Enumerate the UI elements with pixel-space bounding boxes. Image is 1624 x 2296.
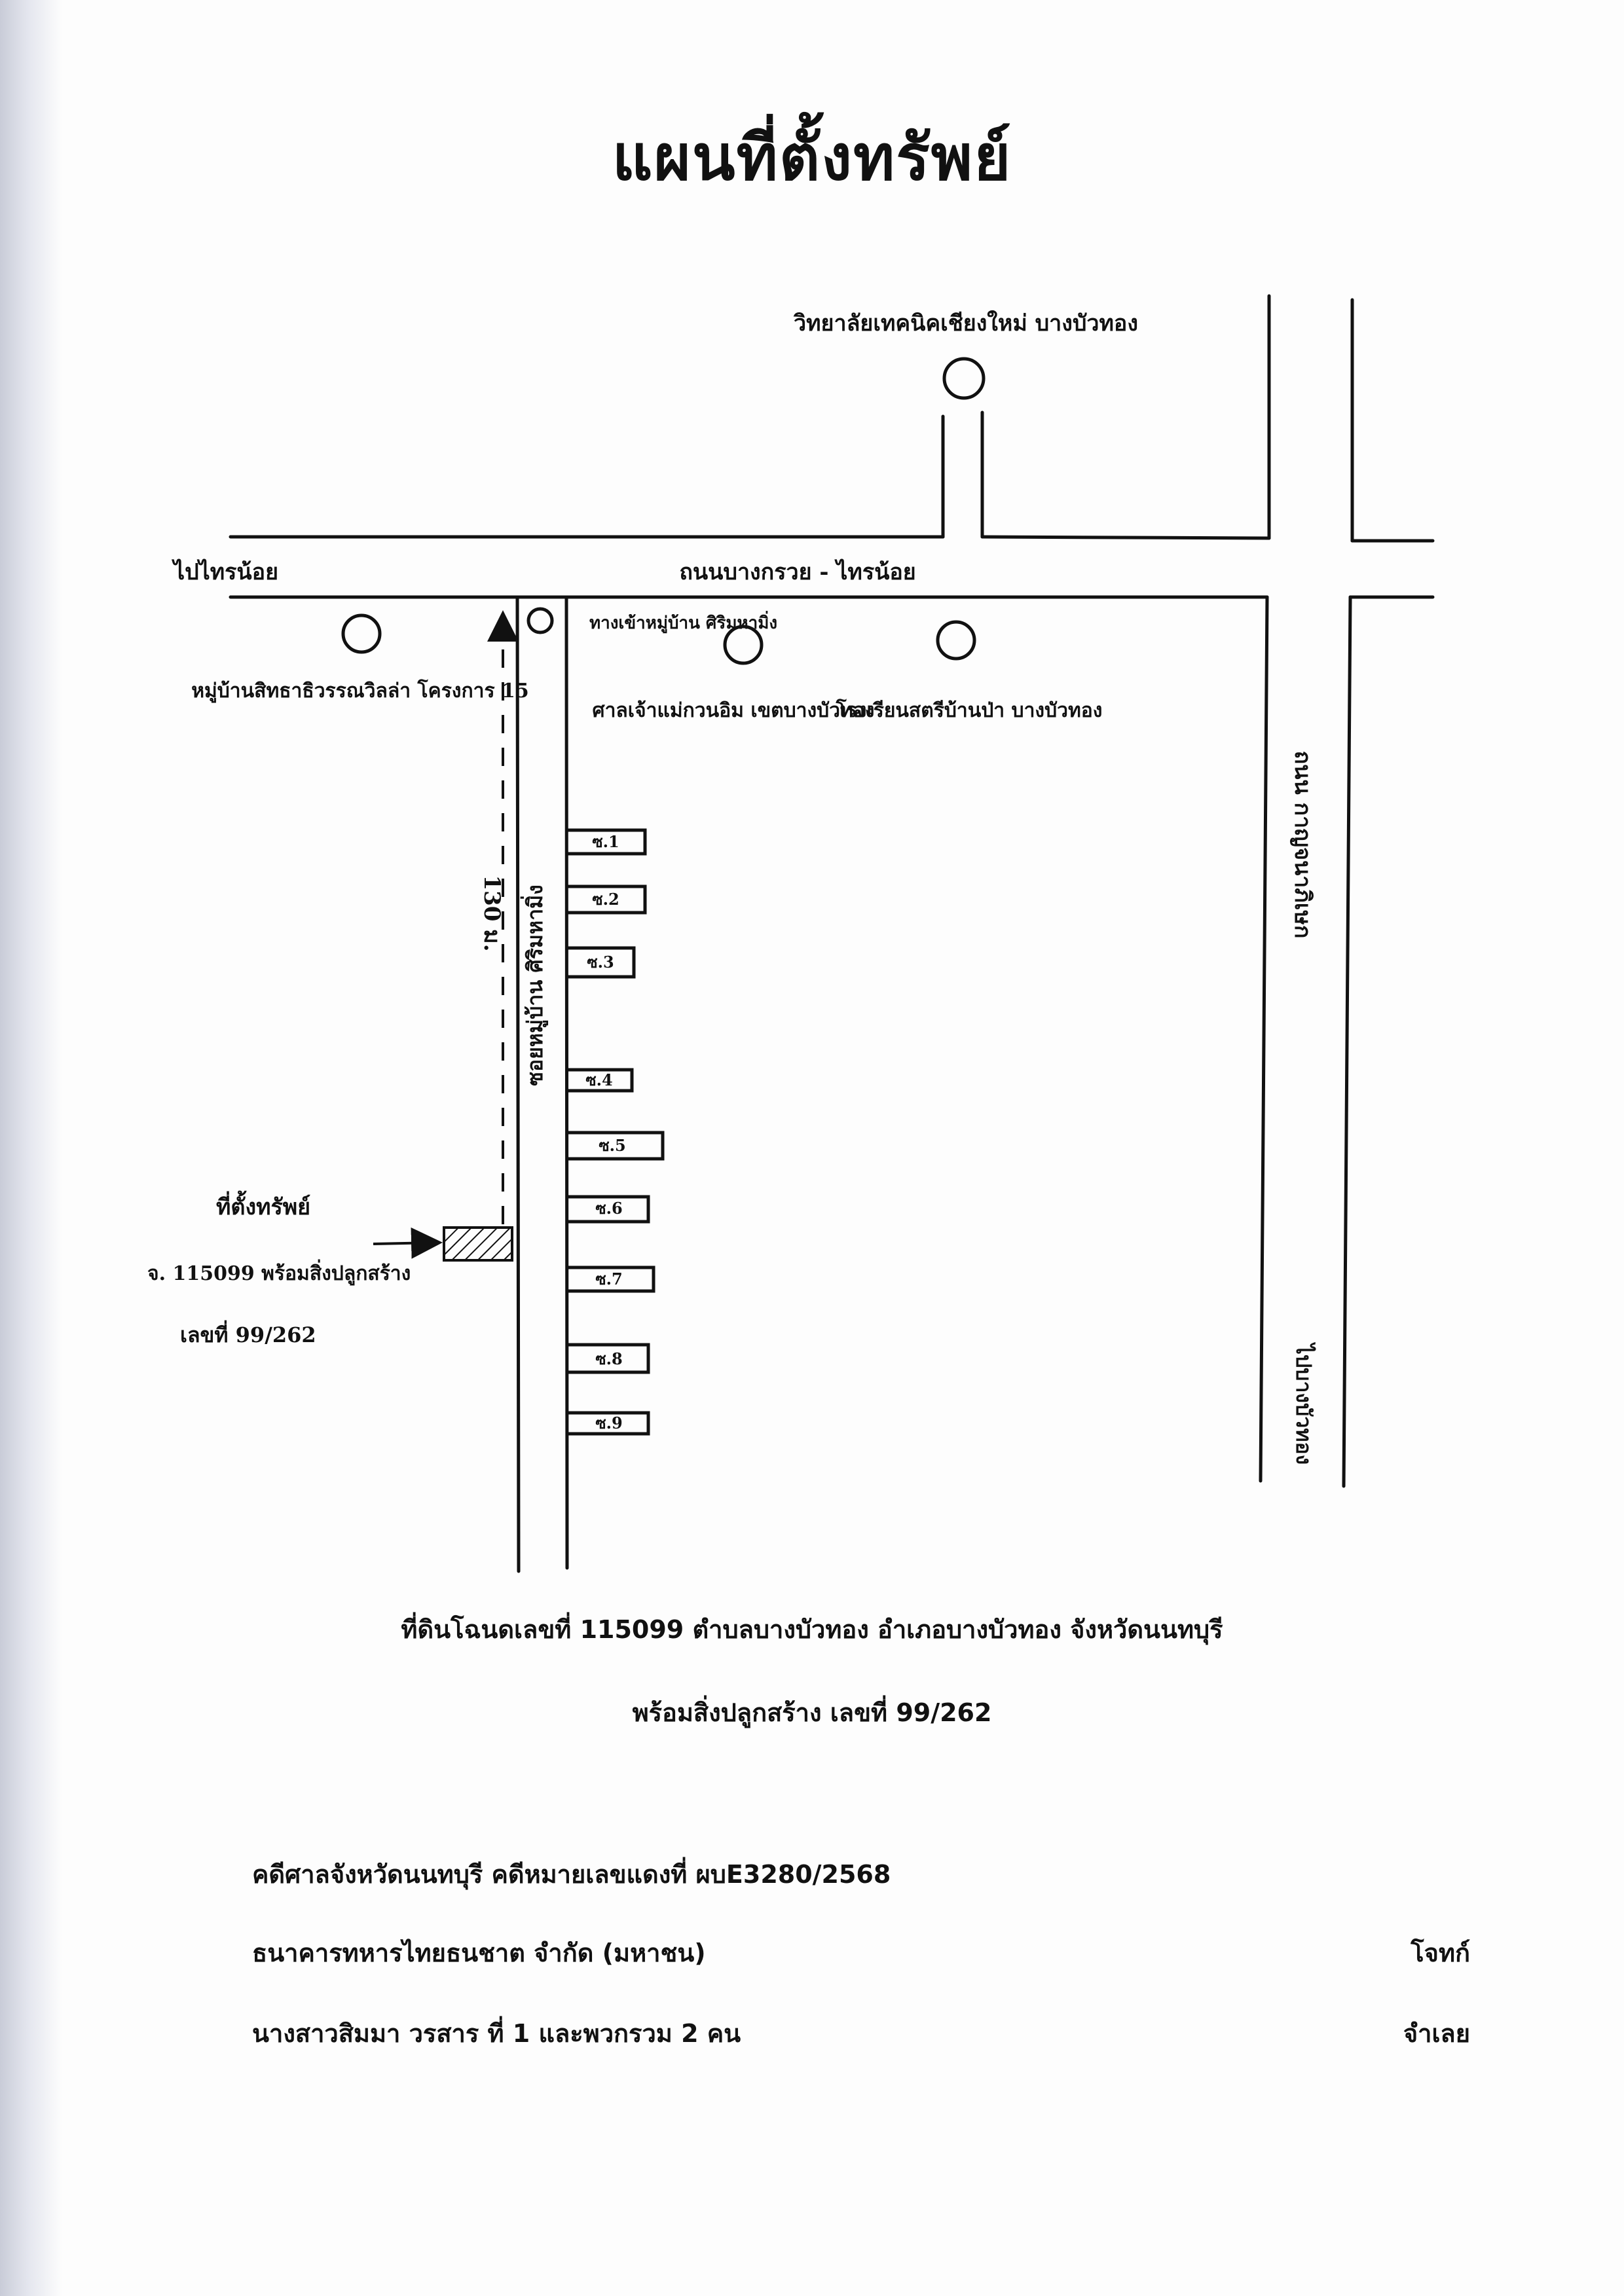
south-direction-label: ไปบางบัวทอง	[1291, 1342, 1316, 1465]
soi-8-label: ซ.8	[595, 1349, 622, 1368]
court-case-text: คดีศาลจังหวัดนนทบุรี คดีหมายเลขแดงที่ ผบ…	[252, 1860, 891, 1889]
building-caption: พร้อมสิ่งปลูกสร้าง เลขที่ 99/262	[632, 1698, 992, 1727]
soi-5-box	[567, 1131, 665, 1161]
soi-9-box	[567, 1411, 650, 1436]
village-entrance-marker	[526, 607, 554, 634]
distance-label: 130 ม.	[479, 875, 505, 951]
soi-4-box	[567, 1068, 634, 1093]
main-road-label: ถนนบางกรวย - ไทรน้อย	[679, 558, 915, 585]
east-road-label: ถนน กาญจนาภิเษก	[1289, 751, 1316, 939]
defendant-role: จำเลย	[1403, 2019, 1470, 2048]
main-road-north-edge-2	[980, 535, 1271, 540]
soi-6-label: ซ.6	[595, 1199, 622, 1218]
parcel-caption: ที่ดินโฉนดเลขที่ 115099 ตำบลบางบัวทอง อำ…	[401, 1615, 1223, 1644]
soi-name-label: ซอยหมู่บ้าน ศิริมหามิ่ง	[520, 884, 549, 1086]
soi-7-label: ซ.7	[595, 1269, 622, 1288]
soi-1-label: ซ.1	[592, 832, 619, 851]
property-note-line-3: เลขที่ 99/262	[180, 1320, 316, 1347]
soi-7-box	[567, 1266, 655, 1293]
defendant-row: นางสาวสิมมา วรสาร ที่ 1 และพวกรวม 2 คน จ…	[252, 2013, 1470, 2053]
soi-2-label: ซ.2	[592, 890, 619, 909]
distance-indicator: 130 ม.	[479, 610, 519, 1224]
school-east-marker	[936, 620, 976, 661]
plaintiff-name: ธนาคารทหารไทยธนชาต จำกัด (มหาชน)	[252, 1939, 706, 1967]
soi-4-label: ซ.4	[585, 1070, 612, 1089]
soi-8-box	[567, 1343, 650, 1374]
plaintiff-row: ธนาคารทหารไทยธนชาต จำกัด (มหาชน) โจทก์	[252, 1933, 1470, 1973]
temple-label: ศาลเจ้าแม่กวนอิม เขตบางบัวทอง	[593, 699, 875, 722]
temple-marker	[723, 625, 764, 665]
school-east-label: โรงเรียนสตรีบ้านป่า บางบัวทอง	[836, 698, 1103, 722]
page-title: แผนที่ตั้งทรัพย์	[612, 121, 1012, 194]
property-note-line-2: จ. 115099 พร้อมสิ่งปลูกสร้าง	[147, 1259, 411, 1286]
court-case-line: คดีศาลจังหวัดนนทบุรี คดีหมายเลขแดงที่ ผบ…	[252, 1854, 1470, 1894]
soi-west-edge	[515, 595, 521, 1573]
soi-3-box	[567, 946, 636, 979]
east-road-east-edge-lower	[1342, 595, 1352, 1488]
soi-2-box	[567, 884, 647, 915]
property-pointer-arrow	[373, 1227, 443, 1259]
property-note-line-1: ที่ตั้งทรัพย์	[216, 1190, 310, 1220]
soi-1-box	[567, 828, 647, 856]
village-west-marker	[341, 613, 382, 654]
soi-9-label: ซ.9	[595, 1413, 622, 1432]
village-entrance-label: ทางเข้าหมู่บ้าน ศิริมหามิ่ง	[589, 610, 777, 634]
defendant-name: นางสาวสิมมา วรสาร ที่ 1 และพวกรวม 2 คน	[252, 2019, 741, 2048]
north-school-label: วิทยาลัยเทคนิคเชียงใหม่ บางบัวทอง	[793, 310, 1138, 337]
soi-3-label: ซ.3	[587, 953, 614, 972]
soi-5-label: ซ.5	[599, 1136, 625, 1155]
north-school-marker	[942, 357, 986, 400]
soi-6-box	[567, 1195, 650, 1224]
plaintiff-role: โจทก์	[1411, 1939, 1470, 1967]
property-parcel	[443, 1226, 513, 1262]
location-map: ซ.1 ซ.2 ซ.3 ซ.4 ซ.5 ซ.6 ซ.7 ซ.8 ซ.9 130 …	[147, 294, 1435, 1573]
village-west-label: หมู่บ้านสิทธาธิวรรณวิลล่า โครงการ 15	[191, 678, 529, 703]
scan-edge-shading	[0, 0, 62, 2296]
east-road-west-edge-lower	[1259, 595, 1269, 1483]
soi-east-edge	[564, 595, 569, 1570]
west-direction-label: ไปไทรน้อย	[172, 558, 278, 585]
